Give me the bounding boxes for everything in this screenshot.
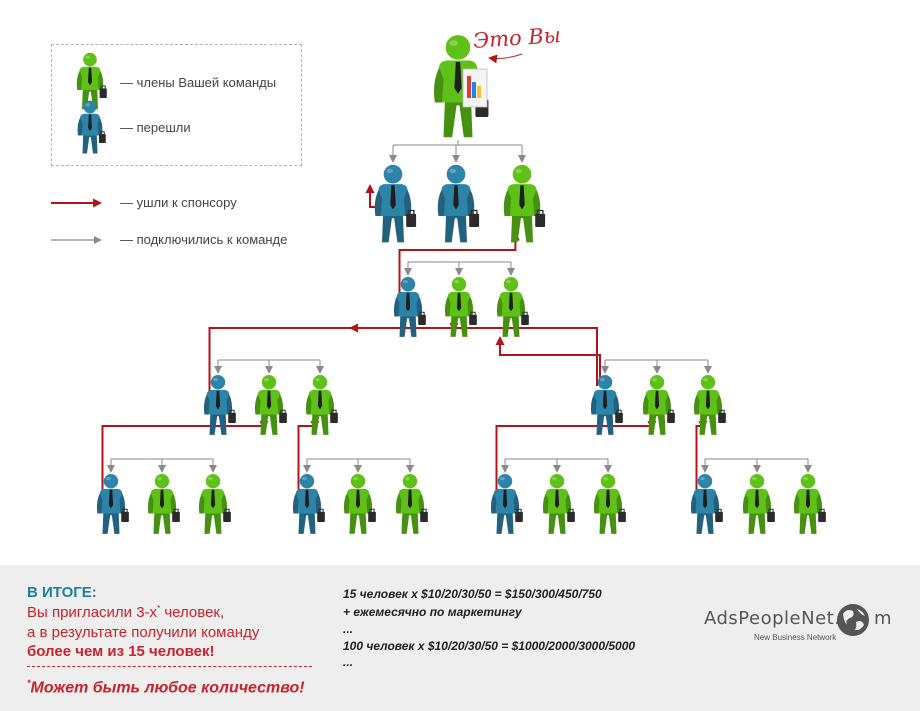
legend-moved-icon — [77, 100, 106, 154]
summary-title: В ИТОГЕ: — [27, 584, 97, 601]
calc-line-3: 100 человек x $10/20/30/50 = $1000/2000/… — [343, 639, 636, 653]
sponsor-arrow — [695, 421, 708, 500]
moved-person-icon-L4j — [690, 473, 723, 534]
moved-person-icon-L4d — [292, 473, 325, 534]
legend-sponsor-label: — ушли к спонсору — [120, 195, 237, 210]
member-person-icon-L1c — [503, 164, 546, 243]
member-person-icon-L2b — [444, 276, 477, 337]
member-person-icon-L3f — [693, 374, 726, 435]
legend-joined-label: — подключились к команде — [120, 232, 288, 247]
team-tree-diagram — [51, 35, 826, 534]
globe-icon — [837, 604, 869, 636]
summary-divider — [27, 666, 312, 667]
moved-person-icon-L3d — [590, 374, 623, 435]
moved-person-icon-L1b — [437, 164, 480, 243]
legend-members-label: — члены Вашей команды — [120, 75, 277, 90]
logo-name: AdsPeopleNet.c — [704, 608, 851, 629]
people-figures — [96, 35, 826, 534]
calc-dots-1: ... — [343, 622, 354, 636]
legend-icons — [51, 52, 107, 244]
summary-line-3: более чем из 15 человек! — [27, 643, 215, 660]
legend-box — [51, 44, 302, 166]
member-person-icon-L3e — [642, 374, 675, 435]
sponsor-arrow — [495, 421, 657, 500]
member-person-icon-L3b — [254, 374, 287, 435]
member-person-icon-L4h — [542, 473, 575, 534]
sponsor-arrow — [349, 323, 598, 386]
summary-line-1: Вы пригласили 3-х* человек, — [27, 604, 225, 621]
moved-person-icon-L3a — [203, 374, 236, 435]
summary-panel: В ИТОГЕ: Вы пригласили 3-х* человек, а в… — [0, 565, 920, 711]
member-person-icon-L3c — [305, 374, 338, 435]
moved-person-icon-L4g — [490, 473, 523, 534]
brand-logo: AdsPeopleNet.c m New Business Network — [704, 600, 914, 650]
moved-person-icon-L1a — [374, 164, 417, 243]
moved-person-icon-L2a — [393, 276, 426, 337]
calc-dots-2: ... — [343, 655, 354, 669]
member-person-icon-L4l — [793, 473, 826, 534]
member-person-icon-L4c — [198, 473, 231, 534]
member-person-icon-L4f — [395, 473, 428, 534]
logo-name-end: m — [874, 608, 893, 629]
legend-moved-label: — перешли — [120, 120, 191, 135]
member-person-icon-L4b — [147, 473, 180, 534]
member-person-icon-L4i — [593, 473, 626, 534]
logo-tagline: New Business Network — [754, 633, 837, 642]
moved-person-icon-L4a — [96, 473, 129, 534]
calc-line-2: + ежемесячно по маркетингу — [343, 605, 522, 619]
calc-line-1: 15 человек x $10/20/30/50 = $150/300/450… — [343, 587, 602, 601]
sponsor-arrow — [365, 184, 377, 208]
summary-line-2: а в результате получили команду — [27, 624, 260, 641]
sponsor-arrow — [208, 323, 459, 401]
member-person-icon-L4k — [742, 473, 775, 534]
summary-footnote: *Может быть любое количество! — [27, 678, 305, 697]
member-person-icon-L4e — [343, 473, 376, 534]
member-person-icon-L2c — [496, 276, 529, 337]
sponsor-arrow — [495, 336, 601, 381]
sponsor-arrow — [101, 421, 269, 500]
you-pointer-arrow — [488, 53, 523, 64]
